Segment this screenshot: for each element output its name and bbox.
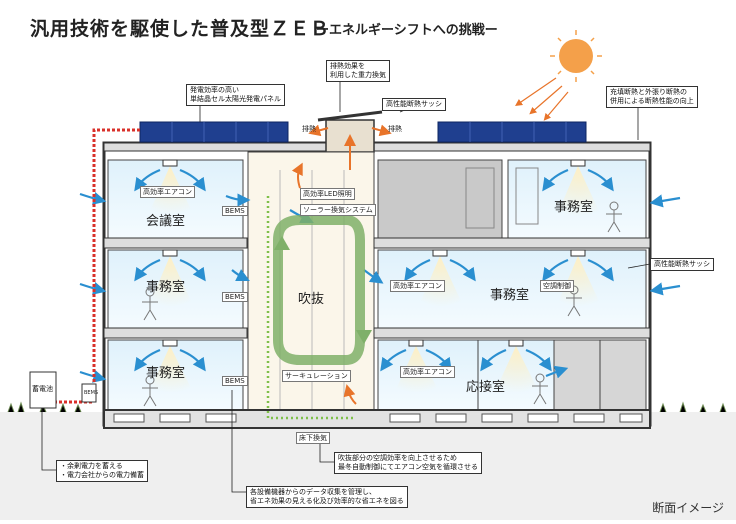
callout-insulation: 充填断熱と外張り断熱の 併用による断熱性能の向上 [606,86,698,108]
callout-atrium-circulation: 吹抜部分の空調効率を向上させるため 最冬自動制御にてエアコン空気を循環させる [334,452,482,474]
label-ac-reception: 高効率エアコン [400,366,455,378]
person-icon [142,201,622,407]
label-bems-office-1f: BEMS [222,376,248,386]
room-label-reception: 応接室 [466,380,506,395]
sun-icon [550,30,602,82]
label-atrium-ventilation: ソーラー換気システム [300,204,376,216]
light-cones [146,166,604,398]
room-label-office-2f-left: 事務室 [146,280,186,295]
room-label-office-1f-left: 事務室 [146,366,186,381]
bems-network-line [266,196,356,420]
label-ac-meeting: 高効率エアコン [140,186,195,198]
tower-roof [317,110,383,122]
battery-icon [29,371,57,409]
bems-box [81,383,97,403]
room-label-atrium: 吹抜 [298,292,325,307]
label-circulation: サーキュレーション [282,370,351,382]
callout-solar-panel: 発電効率の高い 単結晶セル太陽光発電パネル [186,84,285,106]
diagram-title: 汎用技術を駆使した普及型ＺＥＢ [30,18,331,40]
callout-bems: 各設備機器からのデータ収集を管理し、 省エネ効果の見える化及び効率的な省エネを図… [246,486,408,508]
room-label-office-2f-right: 事務室 [490,288,530,303]
circulation-arrow-icon [273,215,372,365]
diagram-subtitle: ーエネルギーシフトへの挑戦ー [316,23,498,38]
label-bems-office-2f: BEMS [222,292,248,302]
sun-ray-arrows [515,77,569,121]
callout-storage-battery: ・余剰電力を蓄える ・電力会社からの電力備蓄 [56,460,148,482]
label-bems-box: BEMS [84,390,99,396]
label-exhaust-right: 排熱 [388,125,402,133]
room-label-office-3f-right: 事務室 [554,200,594,215]
label-ac-office: 高効率エアコン [390,280,445,292]
callout-high-perf-sash: 高性能断熱サッシ [382,98,446,111]
air-flow-arrows [79,168,681,383]
solar-panel-icon [139,121,587,143]
air-conditioner-icon [162,159,586,347]
label-bems-meeting: BEMS [222,206,248,216]
exhaust-arrows [291,124,392,405]
room-storage [377,159,503,239]
label-battery: 蓄電池 [32,385,53,393]
label-floor-box: 床下換気 [296,432,330,444]
label-ac-control: 空調制御 [540,280,574,292]
diagram-caption: 断面イメージ [652,501,724,515]
callout-high-perf-sash-right: 高性能断熱サッシ [650,258,714,271]
room-label-meeting: 会議室 [146,214,186,229]
power-line [56,128,140,404]
label-atrium-lighting: 高効率LED照明 [300,188,355,200]
callout-natural-ventilation: 排熱効果を 利用した重力換気 [326,60,390,82]
label-exhaust-left: 排熱 [302,125,316,133]
